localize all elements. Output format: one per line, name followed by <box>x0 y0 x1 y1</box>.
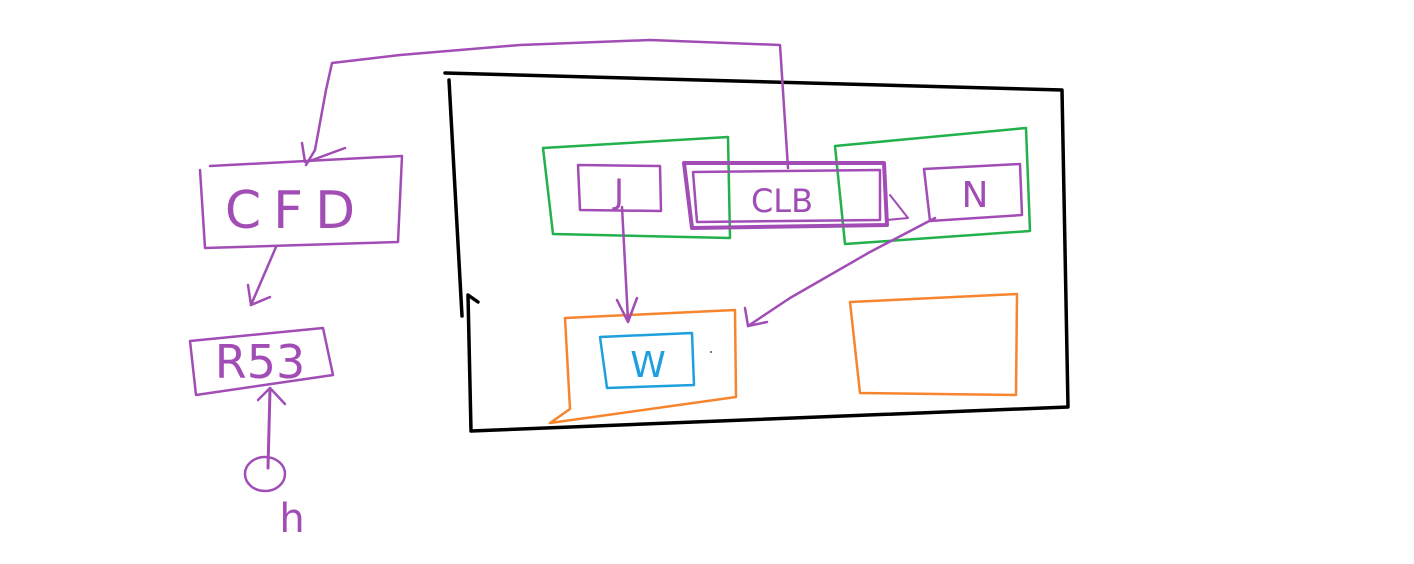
arrow-cfd-to-r53 <box>246 245 278 307</box>
orange-zone-right <box>848 292 1019 397</box>
arrow-user-to-r53 <box>256 386 287 470</box>
vpc-container <box>443 71 1070 433</box>
cfd-node: CFD <box>198 154 404 250</box>
user-icon: h <box>243 455 305 542</box>
j-node: J <box>576 163 663 213</box>
r53-node: R53 <box>188 326 335 397</box>
w-node: W <box>598 331 712 390</box>
arrow-clb-to-cfd <box>300 38 790 170</box>
clb-node: CLB <box>682 161 909 230</box>
orange-zone-left <box>548 308 738 425</box>
arrow-n-to-w <box>743 216 937 328</box>
w-node-label: W <box>630 345 666 386</box>
user-glyph: h <box>279 496 304 542</box>
r53-node-label: R53 <box>215 335 306 389</box>
arrow-j-to-w <box>615 205 639 324</box>
clb-node-label: CLB <box>751 182 813 220</box>
cfd-node-label: CFD <box>225 181 367 241</box>
n-node-label: N <box>962 175 989 216</box>
n-node: N <box>922 162 1024 223</box>
green-zone-left <box>541 135 732 240</box>
j-node-label: J <box>612 172 624 212</box>
green-zone-right <box>833 126 1032 246</box>
